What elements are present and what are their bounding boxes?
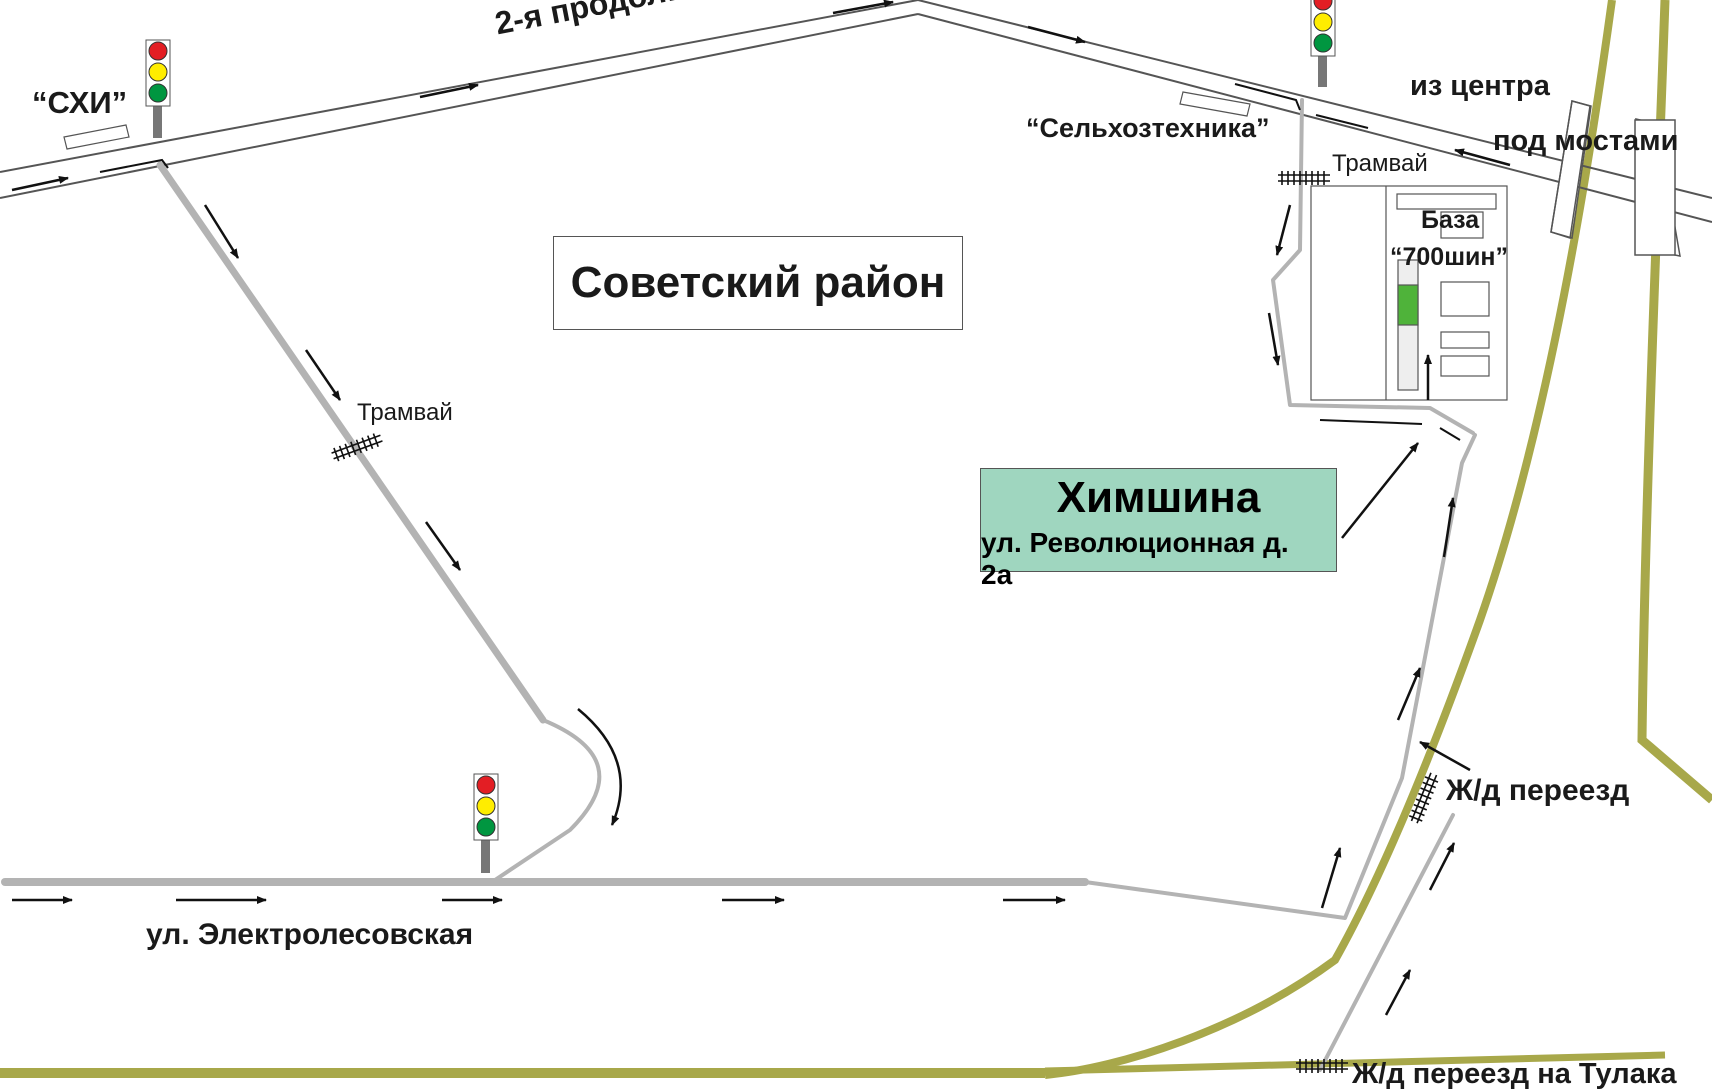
bus-stops <box>63 91 1251 150</box>
label-zhd-pereezd-tulaka: Ж/д переезд на Тулака <box>1352 1058 1677 1090</box>
baza-label-line2: “700шин” <box>1390 243 1509 271</box>
label-zhd-pereezd: Ж/д переезд <box>1446 774 1630 807</box>
street-label-elektrolesovskaya: ул. Электролесовская <box>146 918 474 951</box>
tram-crossing-icons <box>331 171 1439 1073</box>
baza-700-shin <box>1310 185 1508 401</box>
traffic-light-icon <box>1310 0 1336 87</box>
tram-label-left: Трамвай <box>357 399 453 426</box>
destination-name: Химшина <box>1056 473 1261 522</box>
traffic-light-icon <box>473 773 499 873</box>
tram-label-top: Трамвай <box>1332 150 1428 177</box>
destination-box: Химшина ул. Революционная д. 2а <box>980 468 1337 590</box>
stop-markers <box>99 83 1461 441</box>
baza-label-line1: База <box>1421 206 1480 234</box>
bridges <box>1550 100 1681 257</box>
label-pod-mostami: под мостами <box>1493 125 1679 157</box>
label-iz-centra: из центра <box>1410 70 1550 102</box>
district-label: Советский район <box>553 236 963 330</box>
traffic-light-icon <box>145 39 171 138</box>
destination-address: ул. Революционная д. 2а <box>981 527 1289 590</box>
stop-label-selkhoztekhnika: “Сельхозтехника” <box>1026 113 1270 143</box>
direction-arrow-icons <box>11 0 1511 1016</box>
stop-label-shi: “СХИ” <box>32 85 128 120</box>
